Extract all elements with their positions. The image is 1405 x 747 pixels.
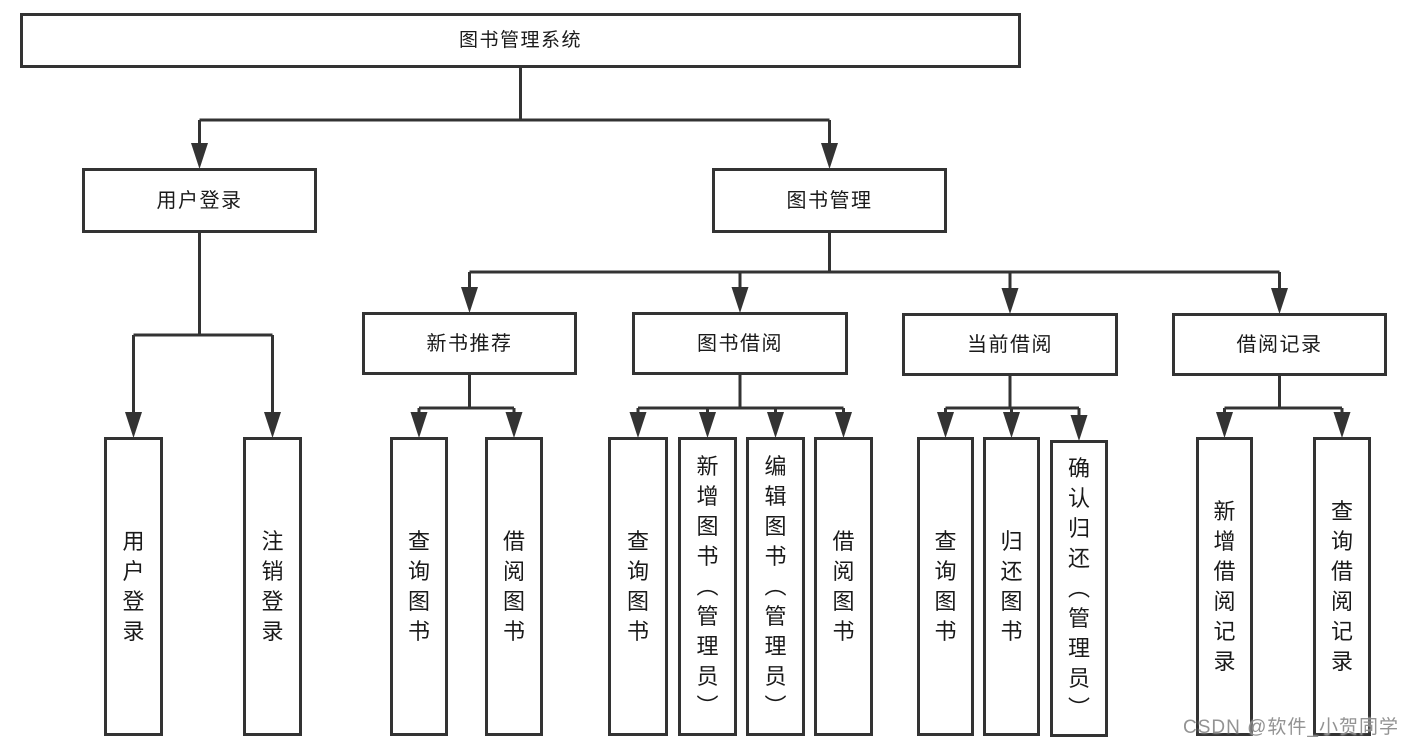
node-label: 查询图书 <box>626 528 649 644</box>
node-label: 借阅图书 <box>502 528 525 644</box>
node-bb-borrow: 借阅图书 <box>814 437 873 736</box>
node-nb-borrow: 借阅图书 <box>485 437 543 736</box>
node-label: 用户登录 <box>122 528 145 644</box>
node-label: 归还图书 <box>1000 528 1023 644</box>
node-label: 借阅图书 <box>832 528 855 644</box>
node-label: 注销登录 <box>261 528 284 644</box>
node-borrow-record: 借阅记录 <box>1172 313 1387 376</box>
node-label: 借阅记录 <box>1236 333 1323 356</box>
node-label: 查询图书 <box>407 528 430 644</box>
node-label: 新增图书︵管理员︶ <box>696 453 719 719</box>
node-logout: 注销登录 <box>243 437 302 736</box>
node-current-borrow: 当前借阅 <box>902 313 1118 376</box>
node-br-search: 查询借阅记录 <box>1313 437 1371 736</box>
node-label: 新书推荐 <box>426 332 513 355</box>
node-label: 编辑图书︵管理员︶ <box>764 453 787 719</box>
node-label: 确认归还︵管理员︶ <box>1067 455 1090 721</box>
node-cb-search: 查询图书 <box>917 437 974 736</box>
node-book-mgmt: 图书管理 <box>712 168 947 233</box>
node-root: 图书管理系统 <box>20 13 1021 68</box>
node-br-add: 新增借阅记录 <box>1196 437 1253 736</box>
node-label: 当前借阅 <box>967 333 1053 356</box>
node-label: 图书管理 <box>786 189 873 212</box>
node-label: 新增借阅记录 <box>1213 498 1236 674</box>
node-label: 查询图书 <box>934 528 957 644</box>
node-user-login: 用户登录 <box>82 168 317 233</box>
node-label: 用户登录 <box>156 189 243 212</box>
node-bb-edit: 编辑图书︵管理员︶ <box>746 437 805 736</box>
node-cb-confirm: 确认归还︵管理员︶ <box>1050 440 1108 737</box>
node-bb-search: 查询图书 <box>608 437 668 736</box>
node-login: 用户登录 <box>104 437 163 736</box>
node-label: 图书管理系统 <box>458 30 582 51</box>
node-label: 图书借阅 <box>697 332 783 355</box>
node-cb-return: 归还图书 <box>983 437 1040 736</box>
node-new-book-rec: 新书推荐 <box>362 312 577 375</box>
node-label: 查询借阅记录 <box>1330 498 1353 674</box>
node-bb-add: 新增图书︵管理员︶ <box>678 437 737 736</box>
node-nb-search: 查询图书 <box>390 437 448 736</box>
node-book-borrow: 图书借阅 <box>632 312 848 375</box>
watermark: CSDN @软件_小贺同学 <box>1183 717 1399 738</box>
